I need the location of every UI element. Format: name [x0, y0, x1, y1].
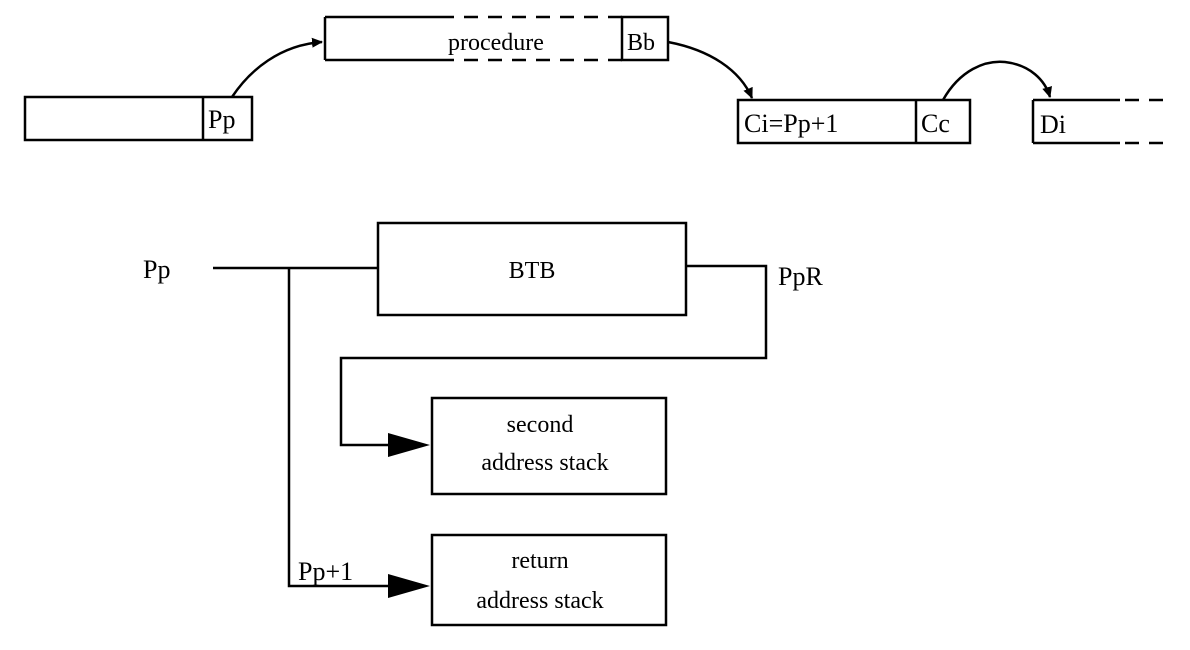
call-arrow — [230, 37, 323, 98]
return-stack-line2: address stack — [476, 588, 603, 614]
cc-cell: Cc — [921, 109, 950, 138]
target-block: Di — [1031, 98, 1172, 145]
return-stack-line1: return — [511, 548, 568, 574]
ci-cell: Ci=Pp+1 — [744, 109, 838, 138]
caller-block-body — [23, 95, 254, 142]
pp-plus-one-path — [287, 268, 388, 588]
branch-arrow — [941, 60, 1052, 101]
return-stack-arrowhead — [388, 574, 430, 598]
di-cell: Di — [1040, 110, 1066, 139]
second-stack-arrowhead — [388, 433, 430, 457]
procedure-bb-cell: Bb — [627, 30, 655, 56]
caller-block: Pp — [23, 95, 254, 142]
btb-label: BTB — [509, 258, 556, 284]
second-stack-line1: second — [507, 412, 574, 438]
pp-input-label: Pp — [143, 255, 170, 284]
ppr-label: PpR — [778, 262, 823, 291]
procedure-label: procedure — [448, 30, 544, 56]
return-point-body — [736, 98, 972, 145]
pp-plus-one-label: Pp+1 — [298, 557, 353, 586]
procedure-bb-cell-box — [620, 15, 670, 62]
return-arrow — [667, 40, 754, 99]
return-point-block: Ci=Pp+1 Cc — [736, 98, 972, 145]
caller-pp-cell: Pp — [208, 105, 235, 134]
second-address-stack-box — [430, 396, 668, 496]
second-stack-line2: address stack — [481, 450, 608, 476]
btb-output-path — [339, 264, 768, 447]
procedure-block: procedure Bb — [323, 15, 670, 62]
return-address-stack-box — [430, 533, 668, 627]
btb-box — [376, 221, 688, 317]
